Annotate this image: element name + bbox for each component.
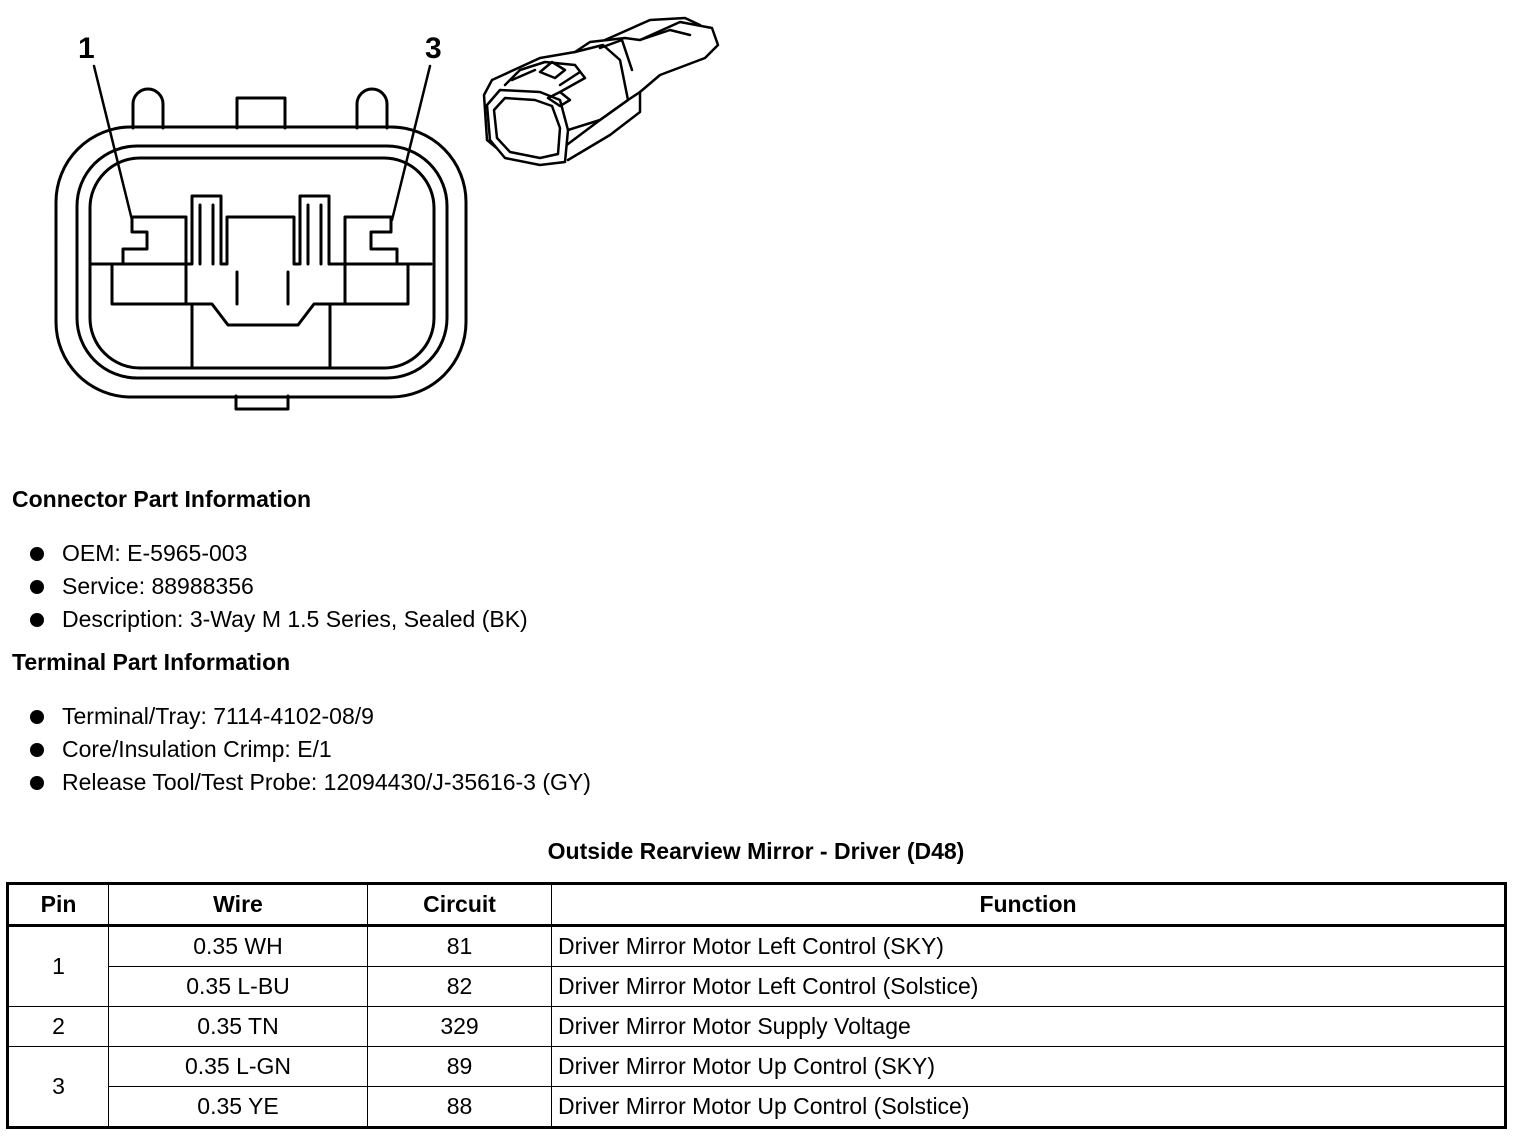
wire-cell: 0.35 L-BU	[108, 966, 368, 1007]
connector-top-tab-center	[235, 96, 287, 130]
pin-3-leader-line	[390, 64, 432, 222]
bullet-icon	[30, 547, 44, 561]
list-item: OEM: E-5965-003	[28, 537, 528, 570]
wire-cell: 0.35 WH	[108, 925, 368, 967]
terminal-info-list: Terminal/Tray: 7114-4102-08/9 Core/Insul…	[28, 700, 591, 799]
header-circuit: Circuit	[367, 883, 552, 927]
wire-cell: 0.35 YE	[108, 1086, 368, 1128]
header-function: Function	[551, 883, 1506, 927]
function-cell: Driver Mirror Motor Supply Voltage	[551, 1006, 1506, 1047]
table-title: Outside Rearview Mirror - Driver (D48)	[547, 838, 965, 864]
table-header-row: Pin Wire Circuit Function	[7, 883, 1506, 927]
connector-bottom-key	[234, 394, 290, 411]
list-item: Service: 88988356	[28, 570, 528, 603]
bullet-icon	[30, 776, 44, 790]
header-wire: Wire	[108, 883, 368, 927]
list-item: Release Tool/Test Probe: 12094430/J-3561…	[28, 766, 591, 799]
connector-info-title: Connector Part Information	[12, 486, 312, 512]
circuit-cell: 329	[367, 1006, 552, 1047]
list-item: Description: 3-Way M 1.5 Series, Sealed …	[28, 603, 528, 636]
connector-housing-inner	[88, 156, 436, 370]
pin-1-leader-line	[92, 64, 134, 222]
function-cell: Driver Mirror Motor Left Control (Solsti…	[551, 966, 1506, 1007]
terminal-info-title: Terminal Part Information	[12, 649, 291, 675]
pin-1-label: 1	[78, 32, 95, 65]
wire-cell: 0.35 TN	[108, 1006, 368, 1047]
function-cell: Driver Mirror Motor Left Control (SKY)	[551, 925, 1506, 967]
pin-3-label: 3	[425, 32, 442, 65]
table-row: 0.35 YE 88 Driver Mirror Motor Up Contro…	[8, 1086, 1506, 1128]
connector-cavity-right	[343, 262, 433, 306]
pin-cell: 1	[7, 925, 109, 1007]
connector-housing-middle	[75, 144, 449, 380]
pin-cell: 2	[7, 1006, 109, 1047]
connector-top-tab-left	[131, 87, 165, 130]
connector-iso-view	[482, 16, 720, 167]
list-item: Terminal/Tray: 7114-4102-08/9	[28, 700, 591, 733]
circuit-cell: 88	[367, 1086, 552, 1128]
connector-top-tab-right	[355, 87, 389, 130]
bullet-icon	[30, 613, 44, 627]
function-cell: Driver Mirror Motor Up Control (SKY)	[551, 1046, 1506, 1087]
table-row: 0.35 L-BU 82 Driver Mirror Motor Left Co…	[8, 966, 1506, 1007]
table-row: 1 0.35 WH 81 Driver Mirror Motor Left Co…	[7, 925, 1506, 1007]
connector-housing-outer	[54, 125, 468, 399]
table-row: 2 0.35 TN 329 Driver Mirror Motor Supply…	[7, 1006, 1506, 1047]
circuit-cell: 89	[367, 1046, 552, 1087]
circuit-cell: 81	[367, 925, 552, 967]
wire-cell: 0.35 L-GN	[108, 1046, 368, 1087]
connector-cavity-left	[90, 262, 188, 306]
bullet-icon	[30, 743, 44, 757]
connector-diagram: 1 3	[54, 16, 720, 411]
table-row: 3 0.35 L-GN 89 Driver Mirror Motor Up Co…	[7, 1046, 1506, 1128]
pin-cell: 3	[7, 1046, 109, 1128]
bullet-icon	[30, 710, 44, 724]
pinout-table: Pin Wire Circuit Function 1 0.35 WH 81 D…	[6, 882, 1507, 1129]
list-item: Core/Insulation Crimp: E/1	[28, 733, 591, 766]
header-pin: Pin	[7, 883, 109, 927]
circuit-cell: 82	[367, 966, 552, 1007]
function-cell: Driver Mirror Motor Up Control (Solstice…	[551, 1086, 1506, 1128]
connector-info-list: OEM: E-5965-003 Service: 88988356 Descri…	[28, 537, 528, 636]
bullet-icon	[30, 580, 44, 594]
connector-center-terminals	[184, 194, 347, 266]
